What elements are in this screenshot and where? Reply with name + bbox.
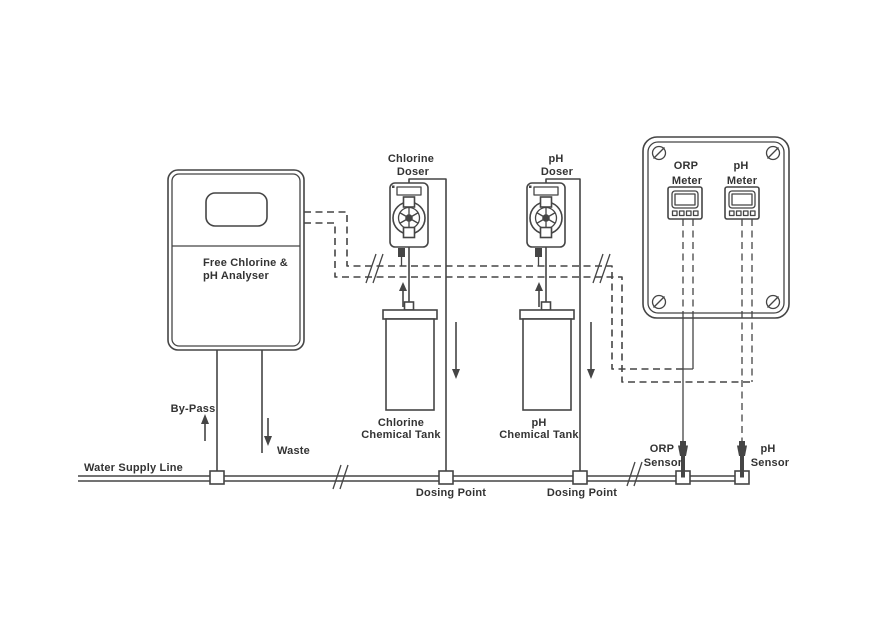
dosing-point-fitting bbox=[572, 470, 588, 485]
cable-break-icon bbox=[592, 253, 611, 284]
bypass-label: By-Pass bbox=[171, 403, 216, 415]
signal-line-chlorine-channel bbox=[304, 211, 683, 370]
tank-lid-fitting bbox=[540, 301, 552, 311]
tank-lid bbox=[519, 309, 575, 320]
doser-led-icon bbox=[529, 185, 532, 188]
screw-icon bbox=[765, 294, 781, 310]
free-chlorine-ph-analyser: Free Chlorine & pH Analyser bbox=[167, 169, 305, 471]
doser-display bbox=[396, 186, 422, 196]
analyser-signal-lines bbox=[304, 211, 752, 383]
pump-bottom-fitting bbox=[539, 226, 553, 239]
pipe-break-icon bbox=[626, 461, 643, 487]
ph-tank-label-line1: pH bbox=[531, 417, 546, 429]
water-supply-line-label: Water Supply Line bbox=[84, 462, 183, 474]
chlorine-tank-label-line1: Chlorine bbox=[378, 417, 424, 429]
ph-doser-label-line1: pH bbox=[548, 153, 563, 165]
ph-doser: pH Doser bbox=[526, 153, 595, 471]
ph-sensor-label-line2: Sensor bbox=[751, 457, 790, 469]
screw-icon bbox=[651, 294, 667, 310]
ph-sensor-probe-icon bbox=[734, 441, 750, 485]
tank-lid bbox=[382, 309, 438, 320]
arrowhead bbox=[264, 436, 272, 446]
ph-meter: pH Meter bbox=[724, 160, 760, 220]
meter-screen bbox=[674, 193, 696, 206]
ph-meter-label-line2: Meter bbox=[727, 175, 758, 187]
signal-line-ph-channel bbox=[304, 222, 752, 383]
meter-buttons bbox=[671, 210, 699, 217]
chlorine-doser: Chlorine Doser bbox=[388, 153, 460, 471]
pump-top-fitting bbox=[539, 196, 553, 208]
orp-meter-label-line1: ORP bbox=[674, 160, 698, 172]
meter-buttons bbox=[728, 210, 756, 217]
dosing-point-1-label: Dosing Point bbox=[416, 487, 486, 499]
doser-led-icon bbox=[392, 185, 395, 188]
ph-tank-label-line2: Chemical Tank bbox=[499, 429, 579, 441]
ph-chemical-tank: pH Chemical Tank bbox=[499, 309, 579, 441]
pipe-break-icon bbox=[332, 464, 349, 490]
orp-meter-cable-conduit bbox=[682, 318, 694, 370]
analyser-inner-case bbox=[171, 173, 301, 347]
discharge-flow-arrow-down-icon bbox=[587, 322, 595, 379]
analyser-display-window bbox=[205, 192, 268, 227]
bypass-pipe-fitting bbox=[209, 470, 225, 485]
orp-sensor-label-line1: ORP bbox=[650, 443, 674, 455]
tank-body bbox=[385, 318, 435, 411]
dosing-point-1: Dosing Point bbox=[416, 470, 486, 499]
analyser-label-line2: pH Analyser bbox=[203, 270, 270, 282]
suction-flow-arrow-up-icon bbox=[535, 282, 543, 307]
doser-signal-connector bbox=[535, 248, 542, 257]
orp-meter-label-line2: Meter bbox=[672, 175, 703, 187]
bypass-annotation: By-Pass bbox=[171, 403, 225, 485]
chlorine-doser-label-line1: Chlorine bbox=[388, 153, 434, 165]
analyser-outer-case bbox=[167, 169, 305, 351]
orp-sensor-label-line2: Sensor bbox=[644, 457, 683, 469]
suction-flow-arrow-up-icon bbox=[399, 282, 407, 307]
meter-screen-frame bbox=[728, 190, 756, 209]
doser-display bbox=[533, 186, 559, 196]
pump-top-fitting bbox=[402, 196, 416, 208]
dosing-point-fitting bbox=[438, 470, 454, 485]
water-supply-line: Water Supply Line bbox=[78, 461, 749, 490]
panel-inner-enclosure bbox=[647, 141, 785, 314]
chlorine-chemical-tank: Chlorine Chemical Tank bbox=[361, 309, 441, 441]
tank-lid-fitting bbox=[403, 301, 415, 311]
ph-sensor-label-line1: pH bbox=[760, 443, 775, 455]
orp-sensor-probe-icon bbox=[675, 441, 691, 485]
doser-signal-connector bbox=[398, 248, 405, 257]
panel-outer-enclosure bbox=[642, 136, 790, 319]
orp-meter: ORP Meter bbox=[667, 160, 703, 220]
meter-screen-frame bbox=[671, 190, 699, 209]
waste-annotation: Waste bbox=[264, 418, 310, 457]
ph-doser-label-line2: Doser bbox=[541, 166, 574, 178]
arrowhead bbox=[201, 414, 209, 424]
orp-sensor-circuit: ORP Sensor bbox=[644, 219, 694, 485]
chlorine-doser-label-line2: Doser bbox=[397, 166, 430, 178]
meter-screen bbox=[731, 193, 753, 206]
ph-meter-label-line1: pH bbox=[733, 160, 748, 172]
orp-meter-cable-in-panel bbox=[682, 219, 694, 318]
screw-icon bbox=[651, 145, 667, 161]
chlorine-tank-label-line2: Chemical Tank bbox=[361, 429, 441, 441]
cable-break-icon bbox=[365, 253, 384, 284]
dosing-point-2-label: Dosing Point bbox=[547, 487, 617, 499]
meter-panel: ORP Meter pH Meter bbox=[642, 136, 790, 319]
waste-label: Waste bbox=[277, 445, 310, 457]
ph-sensor-circuit: pH Sensor bbox=[734, 219, 790, 485]
dosing-point-2: Dosing Point bbox=[547, 470, 617, 499]
screw-icon bbox=[765, 145, 781, 161]
tank-body bbox=[522, 318, 572, 411]
pump-bottom-fitting bbox=[402, 226, 416, 239]
discharge-flow-arrow-down-icon bbox=[452, 322, 460, 379]
analyser-label-line1: Free Chlorine & bbox=[203, 257, 288, 269]
